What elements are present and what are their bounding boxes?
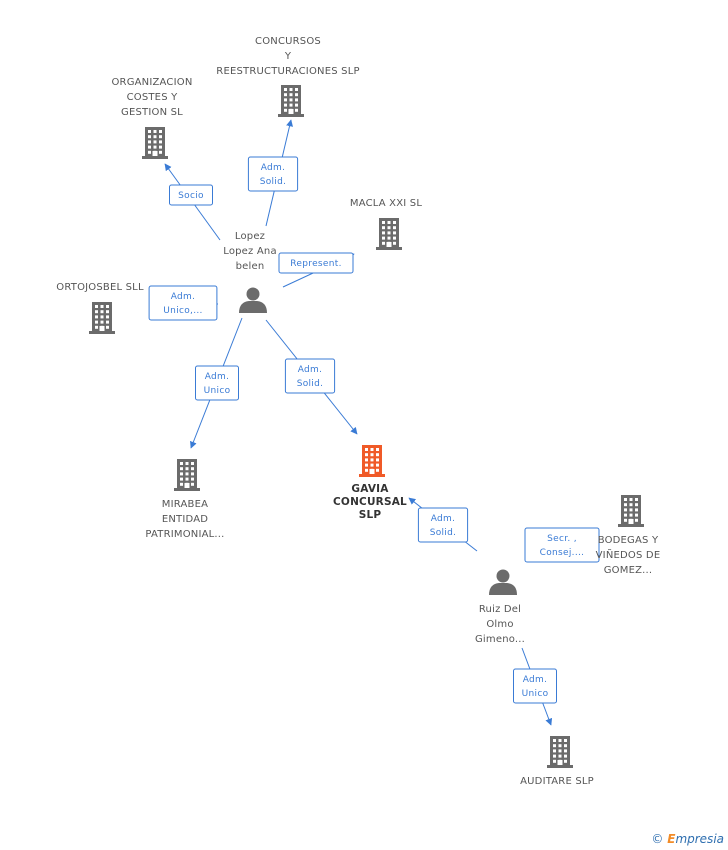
node-label: ENTIDAD (162, 514, 208, 525)
edge-label-text: Secr. , (547, 534, 577, 544)
node-label: AUDITARE SLP (520, 776, 594, 787)
node-label: CONCURSAL (333, 496, 407, 508)
node-label: GOMEZ... (604, 565, 653, 576)
edges-layer: Adm.Solid.SocioRepresent.Adm.Unico,...Ad… (148, 119, 600, 726)
edge-label-box (195, 365, 239, 401)
brand-logo-initial: E (667, 832, 676, 846)
edge-lopez-macla: Represent. (278, 252, 355, 288)
edge-lopez-mirabea: Adm. Unico (190, 317, 243, 449)
node-label: MIRABEA (162, 499, 208, 510)
building-icon (174, 459, 200, 491)
edge-label-ruiz-auditare[interactable]: Adm. Unico (513, 668, 557, 704)
node-label: PATRIMONIAL... (145, 529, 224, 540)
edge-label-lopez-concursos[interactable]: Adm. Solid. (247, 156, 299, 192)
building-icon (376, 218, 402, 250)
nodes-layer: CONCURSOS Y REESTRUCTURACIONES SLP ORGANIZA… (56, 36, 660, 787)
edge-label-text: Adm. (431, 514, 456, 524)
node-label: Ruiz Del (479, 604, 521, 615)
building-icon (278, 85, 304, 117)
edge-ruiz-gavia: Adm. Solid. (408, 497, 478, 552)
node-label: REESTRUCTURACIONES SLP (216, 66, 359, 77)
edge-label-text: Solid. (430, 528, 457, 538)
edge-ruiz-bodegas: Secr. , Consej.... (524, 527, 600, 563)
edge-label-box (169, 184, 213, 206)
node-label: ORTOJOSBEL SLL (56, 282, 144, 293)
edge-label-text: Unico,... (163, 306, 202, 316)
empresia-watermark: © Empresia (651, 832, 724, 846)
edge-label-text: Unico (204, 386, 231, 396)
edge-label-box (247, 156, 299, 192)
node-label: BODEGAS Y (598, 535, 659, 546)
node-label: belen (236, 261, 265, 272)
node-auditare[interactable]: AUDITARE SLP (520, 736, 594, 787)
node-label: CONCURSOS (255, 36, 321, 47)
node-ortojosbel[interactable]: ORTOJOSBEL SLL (56, 282, 144, 334)
building-icon (142, 127, 168, 159)
edge-label-ruiz-bodegas[interactable]: Secr. , Consej.... (524, 527, 600, 563)
edge-label-text: Adm. (171, 292, 196, 302)
node-label: VIÑEDOS DE (596, 548, 661, 561)
edge-label-text: Adm. (261, 163, 286, 173)
edge-label-lopez-mirabea[interactable]: Adm. Unico (195, 365, 239, 401)
edge-label-box (513, 668, 557, 704)
node-concursos[interactable]: CONCURSOS Y REESTRUCTURACIONES SLP (216, 36, 360, 117)
copyright-icon: © (651, 832, 664, 846)
edge-label-text: Consej.... (540, 548, 585, 558)
edge-label-text: Solid. (297, 379, 324, 389)
edge-ruiz-auditare: Adm. Unico (513, 647, 557, 726)
edge-label-box (278, 252, 354, 274)
edge-label-lopez-gavia[interactable]: Adm. Solid. (284, 358, 336, 394)
node-ruiz[interactable]: Ruiz DelOlmoGimeno... (475, 569, 525, 646)
node-label: GESTION SL (121, 107, 183, 118)
edge-label-text: Represent. (290, 259, 341, 269)
edge-label-text: Socio (178, 191, 204, 201)
edge-lopez-organizacion: Socio (164, 163, 221, 241)
edge-lopez-gavia: Adm. Solid. (265, 319, 358, 435)
node-organizacion[interactable]: ORGANIZACION COSTES Y GESTION SL (111, 77, 192, 159)
node-label: MACLA XXI SL (350, 198, 422, 209)
edge-label-text: Adm. (523, 675, 548, 685)
node-label: COSTES Y (127, 92, 179, 103)
node-label: Olmo (486, 619, 513, 630)
node-macla[interactable]: MACLA XXI SL (350, 198, 422, 250)
node-label: Lopez Ana (223, 246, 277, 257)
node-label: Lopez (235, 231, 265, 242)
edge-lopez-concursos: Adm. Solid. (247, 119, 299, 227)
edge-label-box (148, 285, 218, 321)
brand-logo-text: mpresia (675, 832, 724, 846)
person-icon (489, 569, 517, 595)
edge-label-box (524, 527, 600, 563)
building-icon (547, 736, 573, 768)
edge-label-box (417, 507, 469, 543)
building-icon (618, 495, 644, 527)
building-icon (359, 445, 385, 477)
edge-lopez-ortojosbel: Adm. Unico,... (148, 285, 219, 321)
edge-label-ruiz-gavia[interactable]: Adm. Solid. (417, 507, 469, 543)
edge-label-lopez-ortojosbel[interactable]: Adm. Unico,... (148, 285, 218, 321)
edge-label-text: Adm. (298, 365, 323, 375)
person-icon (239, 287, 267, 313)
edge-label-text: Unico (522, 689, 549, 699)
node-bodegas[interactable]: BODEGAS Y VIÑEDOS DE GOMEZ... (596, 495, 661, 576)
edge-label-box (284, 358, 336, 394)
edge-label-text: Adm. (205, 372, 230, 382)
edge-label-lopez-organizacion[interactable]: Socio (169, 184, 213, 206)
node-label: GAVIA (351, 483, 389, 495)
node-label: Gimeno... (475, 634, 525, 645)
edge-label-lopez-macla[interactable]: Represent. (278, 252, 354, 274)
node-label: Y (284, 51, 292, 62)
node-label: SLP (359, 509, 382, 521)
edge-label-text: Solid. (260, 177, 287, 187)
building-icon (89, 302, 115, 334)
node-mirabea[interactable]: MIRABEA ENTIDAD PATRIMONIAL... (145, 459, 224, 540)
node-label: ORGANIZACION (111, 77, 192, 88)
